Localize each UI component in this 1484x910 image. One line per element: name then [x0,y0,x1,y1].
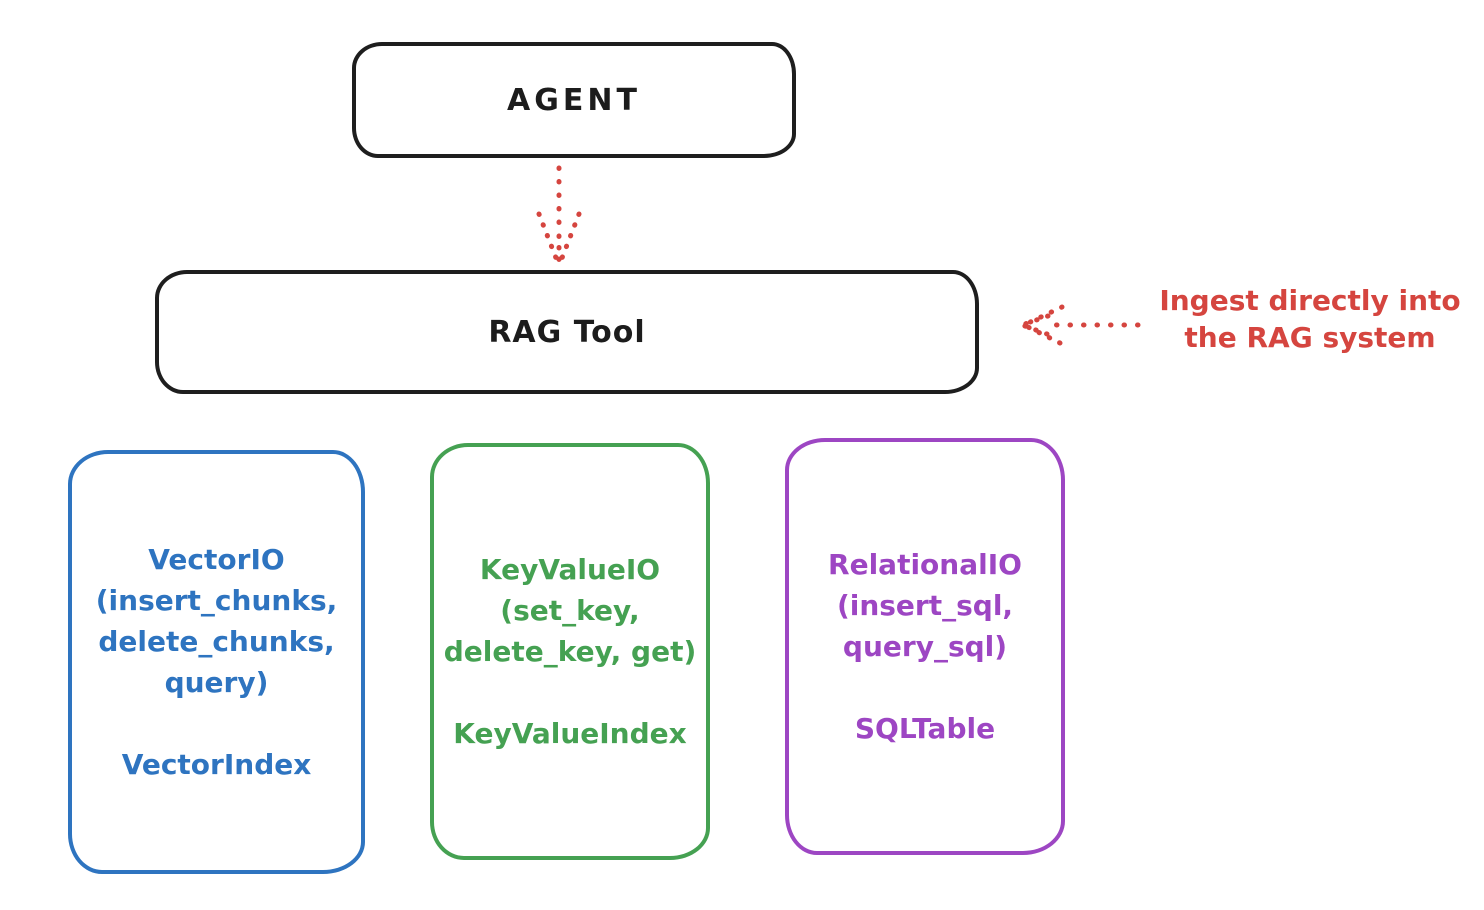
dotted-arrow-down-icon [536,165,582,266]
rag-tool-label: RAG Tool [488,314,646,350]
backend-methods-line: (set_key, [500,594,640,627]
dotted-arrow-left-icon [1019,304,1141,346]
annotation-line-2: the RAG system [1184,321,1436,354]
backend-title: VectorIO [148,543,285,576]
backend-index-label: VectorIndex [121,748,312,781]
backend-methods-line: delete_key, get) [443,635,697,668]
agent-label: AGENT [507,82,641,118]
ingest-annotation: Ingest directly into the RAG system [1140,282,1480,356]
backend-methods-line: delete_chunks, [98,625,335,658]
backend-node-relational-io: RelationalIO (insert_sql, query_sql) SQL… [785,438,1065,855]
backend-title: RelationalIO [828,548,1022,581]
backend-node-keyvalue-io: KeyValueIO (set_key, delete_key, get) Ke… [430,443,710,860]
backend-index-label: SQLTable [854,712,996,745]
backend-title: KeyValueIO [479,553,661,586]
annotation-line-1: Ingest directly into [1159,284,1461,317]
backend-node-vector-io: VectorIO (insert_chunks, delete_chunks, … [68,450,365,874]
backend-methods-line: (insert_chunks, [95,584,338,617]
rag-tool-node: RAG Tool [155,270,979,394]
agent-node: AGENT [352,42,796,158]
backend-index-label: KeyValueIndex [453,717,687,750]
backend-methods-line: query_sql) [842,630,1008,663]
backend-methods-line: (insert_sql, [836,589,1014,622]
backend-methods-line: query) [164,666,269,699]
